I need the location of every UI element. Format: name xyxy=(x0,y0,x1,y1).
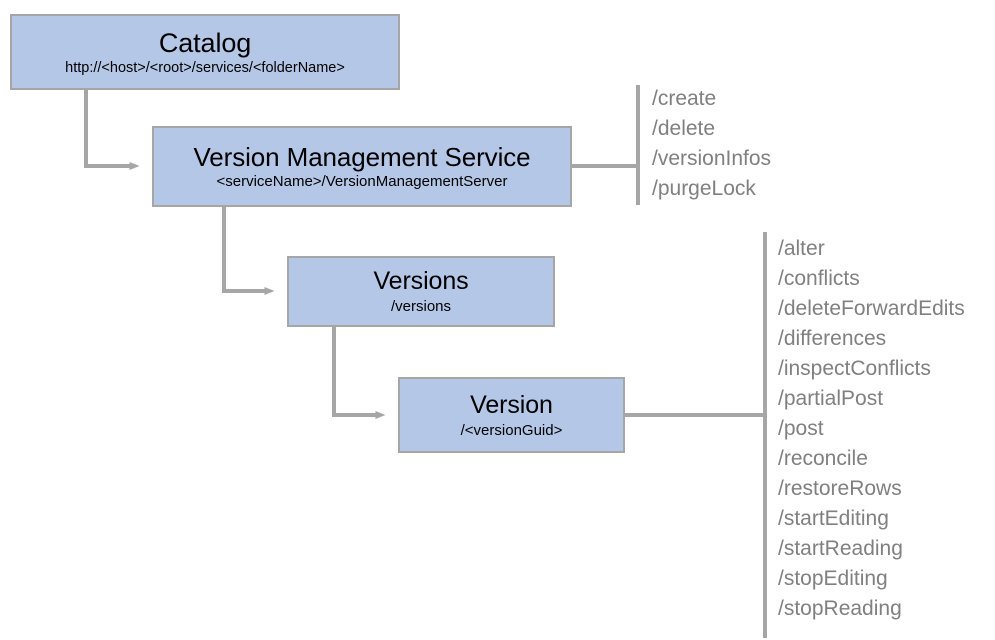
endpoint-item[interactable]: /post xyxy=(778,417,824,440)
endpoint-item[interactable]: /stopEditing xyxy=(778,567,888,590)
connector-service-to-versions xyxy=(222,207,275,295)
node-version-title: Version xyxy=(470,390,553,419)
endpoint-item[interactable]: /deleteForwardEdits xyxy=(778,297,965,320)
endpoint-item[interactable]: /conflicts xyxy=(778,267,860,290)
node-versions-title: Versions xyxy=(373,267,469,296)
endpoint-item[interactable]: /alter xyxy=(778,237,825,260)
endpoint-item[interactable]: /reconcile xyxy=(778,447,868,470)
node-catalog-title: Catalog xyxy=(158,27,252,58)
endpoint-item[interactable]: /delete xyxy=(652,117,716,140)
node-version-management-service-title: Version Management Service xyxy=(193,141,531,172)
endpoint-group-service-operations: /create/delete/versionInfos/purgeLock xyxy=(652,84,771,204)
endpoint-list-service-operations: /create/delete/versionInfos/purgeLock xyxy=(652,84,771,204)
endpoint-item[interactable]: /stopReading xyxy=(778,597,902,620)
endpoint-item[interactable]: /create xyxy=(652,87,717,110)
node-version-management-service-subtitle: <serviceName>/VersionManagementServer xyxy=(216,172,508,190)
endpoint-item[interactable]: /startEditing xyxy=(778,507,889,530)
endpoint-item[interactable]: /startReading xyxy=(778,537,903,560)
node-versions[interactable]: Versions /versions xyxy=(287,256,555,327)
endpoint-item[interactable]: /versionInfos xyxy=(652,147,772,170)
connector-catalog-to-service xyxy=(84,90,140,170)
endpoint-item[interactable]: /purgeLock xyxy=(652,177,756,200)
node-version[interactable]: Version /<versionGuid> xyxy=(398,377,625,453)
connector-versions-to-version xyxy=(332,327,386,419)
endpoint-list-version-operations: /alter/conflicts/deleteForwardEdits/diff… xyxy=(778,234,965,624)
endpoint-item[interactable]: /restoreRows xyxy=(778,477,902,500)
endpoint-group-version-operations: /alter/conflicts/deleteForwardEdits/diff… xyxy=(778,234,965,624)
endpoint-item[interactable]: /differences xyxy=(778,327,887,350)
node-catalog[interactable]: Catalog http://<host>/<root>/services/<f… xyxy=(10,14,400,90)
node-version-subtitle: /<versionGuid> xyxy=(460,421,563,439)
node-version-management-service[interactable]: Version Management Service <serviceName>… xyxy=(152,126,572,207)
endpoint-item[interactable]: /inspectConflicts xyxy=(778,357,931,380)
node-catalog-subtitle: http://<host>/<root>/services/<folderNam… xyxy=(65,60,345,76)
endpoint-item[interactable]: /partialPost xyxy=(778,387,884,410)
node-versions-subtitle: /versions xyxy=(390,298,452,316)
